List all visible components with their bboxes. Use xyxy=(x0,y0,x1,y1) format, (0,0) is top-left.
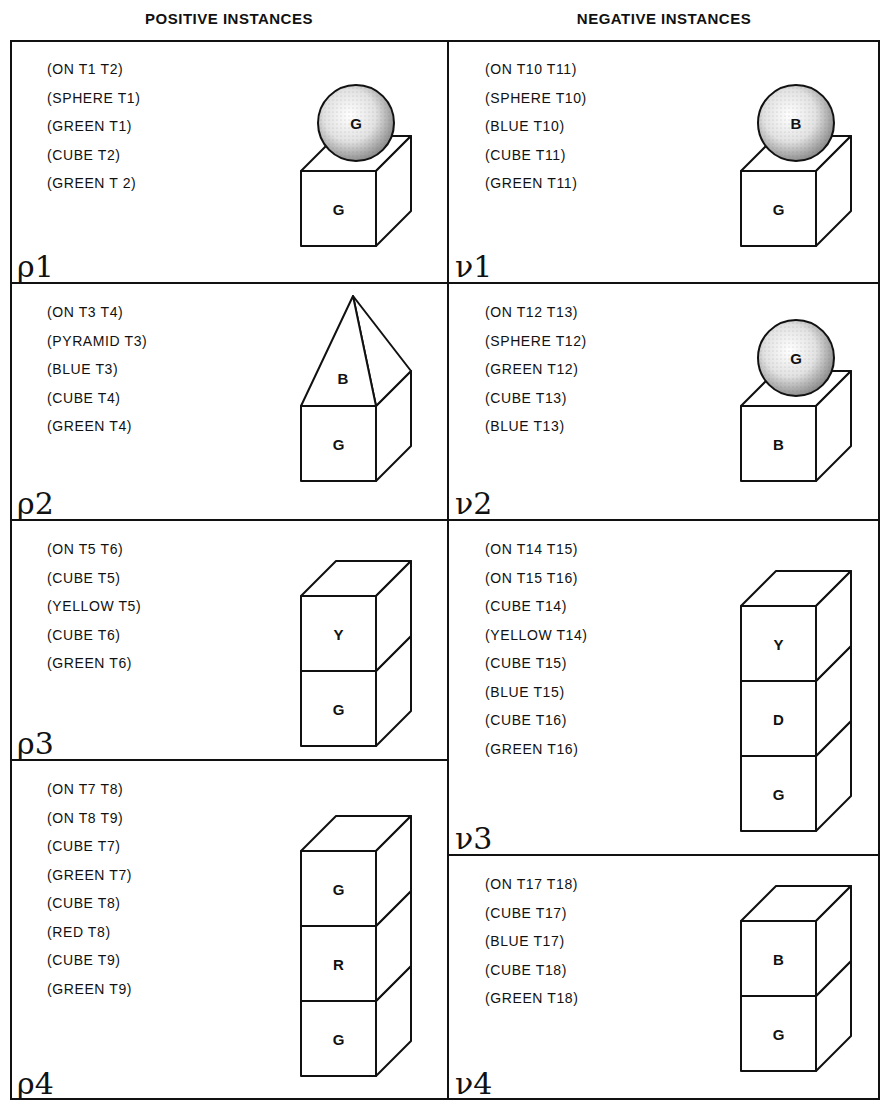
predicate-line: (CUBE T6) xyxy=(47,627,121,643)
block-letter: B xyxy=(338,370,349,387)
block-letter: G xyxy=(333,435,345,452)
predicate-line: (SPHERE T12) xyxy=(485,333,587,349)
predicate-line: (RED T8) xyxy=(47,924,111,940)
predicate-line: (GREEN T11) xyxy=(485,175,577,191)
predicate-line: (CUBE T7) xyxy=(47,838,121,854)
predicate-line: (ON T15 T16) xyxy=(485,570,578,586)
block-letter: B xyxy=(791,115,802,132)
predicate-line: (ON T8 T9) xyxy=(47,810,123,826)
predicate-line: (ON T10 T11) xyxy=(485,61,577,77)
predicate-line: (CUBE T14) xyxy=(485,598,567,614)
predicate-line: (CUBE T2) xyxy=(47,147,121,163)
predicate-line: (GREEN T18) xyxy=(485,990,578,1006)
instance-cell: (ON T5 T6) (CUBE T5) (YELLOW T5) (CUBE T6) (… xyxy=(10,520,448,760)
block-letter: Y xyxy=(333,625,343,642)
block-outline xyxy=(741,571,851,681)
predicate-line: (PYRAMID T3) xyxy=(47,333,147,349)
instance-cell: (ON T14 T15) (ON T15 T16) (CUBE T14) (YELLO… xyxy=(448,520,880,855)
predicate-line: (CUBE T11) xyxy=(485,147,566,163)
predicate-line: (BLUE T3) xyxy=(47,361,118,377)
instance-cell: (ON T1 T2) (SPHERE T1) (GREEN T1) (CUBE T2)… xyxy=(10,40,448,283)
block-letter: G xyxy=(773,200,785,217)
block-letter: G xyxy=(333,200,345,217)
instance-label: ν3 xyxy=(455,824,492,854)
predicate-line: (ON T12 T13) xyxy=(485,304,578,320)
sphere-block: G xyxy=(316,83,396,163)
block-letter: Y xyxy=(773,635,783,652)
predicate-line: (YELLOW T5) xyxy=(47,598,141,614)
instance-cell: (ON T3 T4) (PYRAMID T3) (BLUE T3) (CUBE T4)… xyxy=(10,283,448,520)
predicate-line: (SPHERE T10) xyxy=(485,90,587,106)
predicate-line: (GREEN T7) xyxy=(47,867,132,883)
predicate-line: (GREEN T4) xyxy=(47,418,132,434)
predicate-line: (ON T14 T15) xyxy=(485,541,578,557)
predicate-line: (CUBE T13) xyxy=(485,390,567,406)
block-letter: B xyxy=(773,950,784,967)
predicate-line: (CUBE T18) xyxy=(485,962,567,978)
instance-cell: (ON T17 T18) (CUBE T17) (BLUE T17) (CUBE T1… xyxy=(448,855,880,1100)
predicate-line: (BLUE T17) xyxy=(485,933,565,949)
predicate-line: (ON T7 T8) xyxy=(47,781,123,797)
block-letter: R xyxy=(333,955,344,972)
predicate-line: (SPHERE T1) xyxy=(47,90,140,106)
predicate-line: (CUBE T15) xyxy=(485,655,567,671)
predicate-line: (GREEN T6) xyxy=(47,655,132,671)
cube-block: Y xyxy=(741,571,851,681)
sphere-block: G xyxy=(756,318,836,398)
instance-label: ρ3 xyxy=(17,729,54,759)
instance-label: ρ4 xyxy=(17,1069,54,1099)
predicate-line: (CUBE T4) xyxy=(47,390,121,406)
block-outline xyxy=(301,561,411,671)
predicate-line: (ON T3 T4) xyxy=(47,304,123,320)
instance-label: ν1 xyxy=(455,252,492,282)
predicate-line: (GREEN T1) xyxy=(47,118,132,134)
cube-block: Y xyxy=(301,561,411,671)
block-letter: G xyxy=(333,1030,345,1047)
predicate-line: (GREEN T12) xyxy=(485,361,578,377)
predicate-line: (ON T1 T2) xyxy=(47,61,123,77)
block-letter: G xyxy=(773,1025,785,1042)
instance-label: ν4 xyxy=(455,1069,492,1099)
predicate-line: (GREEN T 2) xyxy=(47,175,136,191)
column-header: NEGATIVE INSTANCES xyxy=(577,10,751,27)
block-letter: G xyxy=(773,785,785,802)
column-header: POSITIVE INSTANCES xyxy=(145,10,313,27)
block-letter: G xyxy=(333,700,345,717)
predicate-line: (BLUE T15) xyxy=(485,684,565,700)
pyramid-block: B xyxy=(301,296,411,406)
predicate-line: (CUBE T17) xyxy=(485,905,567,921)
instance-cell: (ON T12 T13) (SPHERE T12) (GREEN T12) (CUBE… xyxy=(448,283,880,520)
block-letter: G xyxy=(790,350,802,367)
sphere-block: B xyxy=(756,83,836,163)
block-outline xyxy=(301,816,411,926)
block-letter: G xyxy=(333,880,345,897)
predicate-line: (GREEN T16) xyxy=(485,741,578,757)
cube-block: B xyxy=(741,886,851,996)
block-letter: B xyxy=(773,435,784,452)
instance-cell: (ON T10 T11) (SPHERE T10) (BLUE T10) (CUBE … xyxy=(448,40,880,283)
instance-label: ν2 xyxy=(455,489,492,519)
predicate-line: (CUBE T5) xyxy=(47,570,121,586)
predicate-line: (CUBE T8) xyxy=(47,895,121,911)
block-letter: D xyxy=(773,710,784,727)
predicate-line: (CUBE T16) xyxy=(485,712,567,728)
instance-label: ρ2 xyxy=(17,489,54,519)
predicate-line: (ON T17 T18) xyxy=(485,876,578,892)
predicate-line: (ON T5 T6) xyxy=(47,541,123,557)
predicate-line: (YELLOW T14) xyxy=(485,627,588,643)
predicate-line: (GREEN T9) xyxy=(47,981,132,997)
block-outline xyxy=(301,296,411,406)
predicate-line: (CUBE T9) xyxy=(47,952,121,968)
predicate-line: (BLUE T13) xyxy=(485,418,565,434)
instance-label: ρ1 xyxy=(17,252,54,282)
block-outline xyxy=(741,886,851,996)
instance-cell: (ON T7 T8) (ON T8 T9) (CUBE T7) (GREEN T7) (… xyxy=(10,760,448,1100)
block-letter: G xyxy=(350,115,362,132)
predicate-line: (BLUE T10) xyxy=(485,118,565,134)
cube-block: G xyxy=(301,816,411,926)
